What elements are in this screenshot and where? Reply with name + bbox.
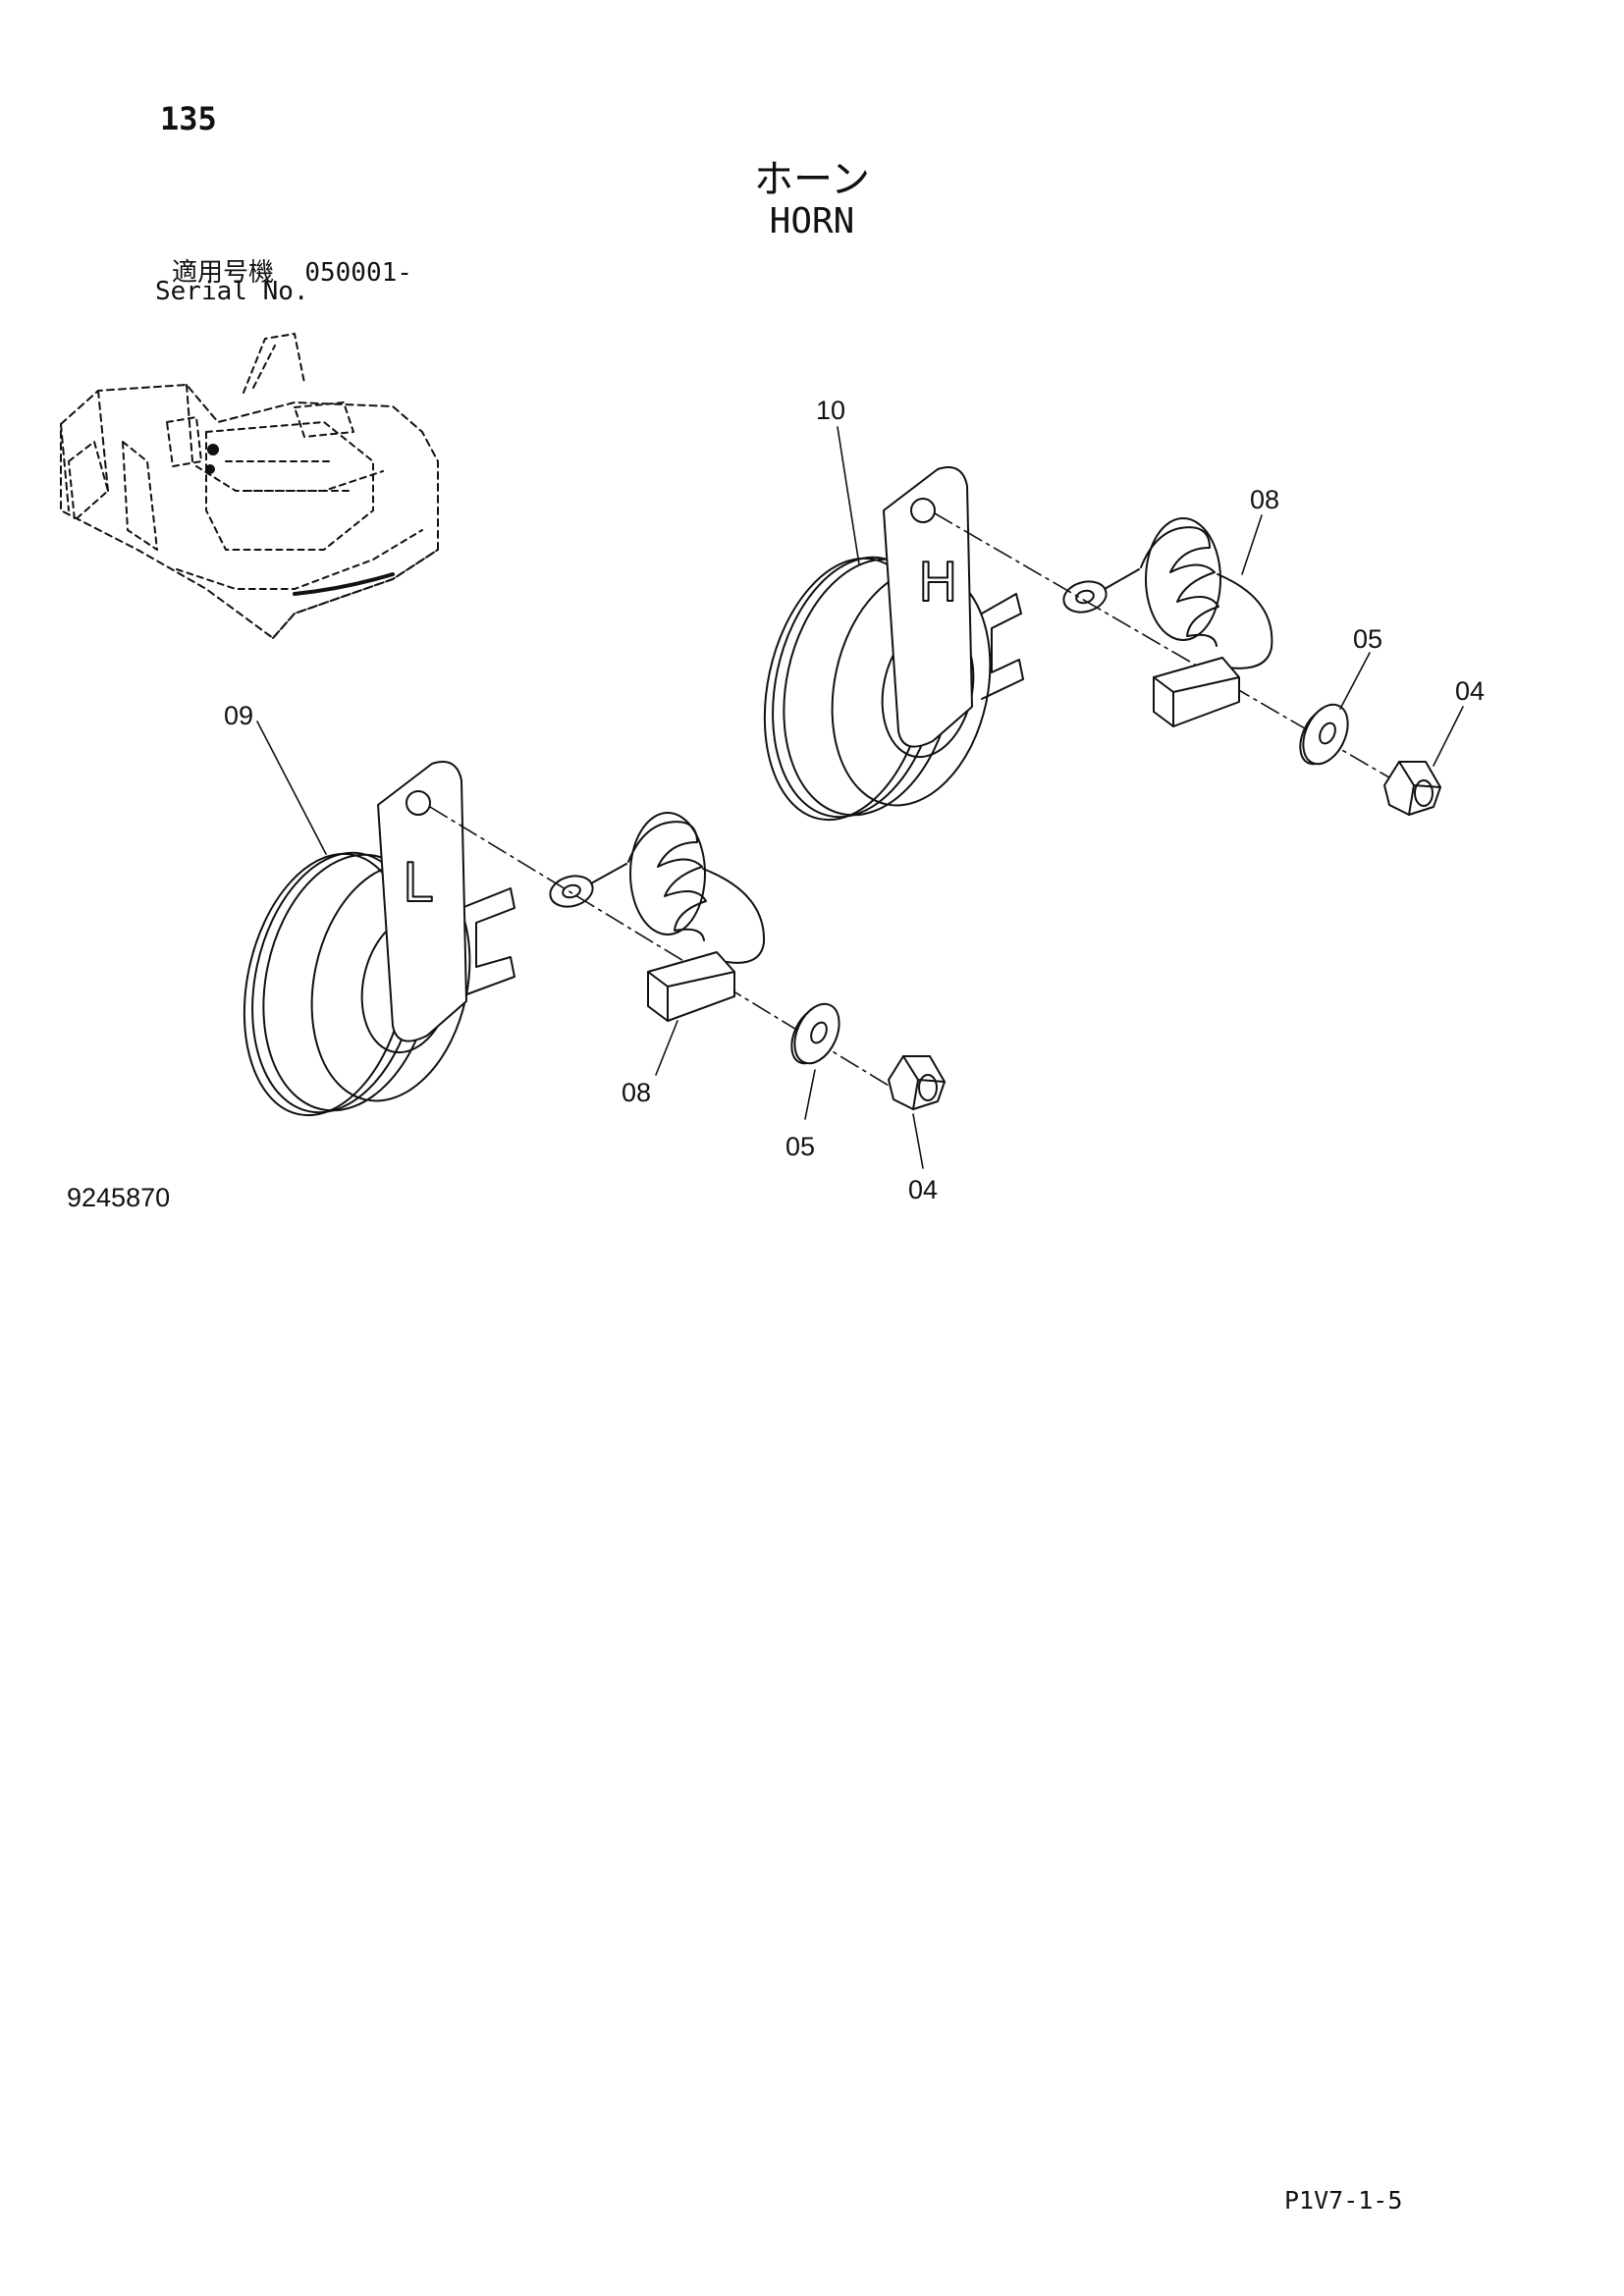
title-english: HORN [769,201,855,241]
horn-lower-mark: L [403,852,432,914]
horn-lower-assembly: L [243,761,946,1117]
callout-horn-lower: 09 [224,701,253,730]
callout-nut-lower: 04 [908,1175,938,1204]
washer-icon [1299,703,1349,766]
nut-icon [888,1055,946,1110]
leader-lines [256,426,1464,1169]
connector-icon [1062,517,1273,727]
serial-label-jp: 適用号機 [172,258,275,288]
excavator-location-icon [60,333,439,639]
callout-connector-lower: 08 [622,1078,651,1107]
title-japanese: ホーン [754,157,870,202]
serial-range: 050001- [304,258,412,288]
horn-icon: H [763,466,1024,822]
horn-upper-assembly: H [763,466,1441,822]
washer-icon [790,1002,840,1065]
callout-horn-upper: 10 [816,396,845,425]
serial-label-japanese: 適用号機 050001- [172,252,412,289]
drawing-number: 9245870 [67,1183,171,1212]
callout-washer-upper: 05 [1353,624,1382,654]
nut-icon [1383,761,1441,816]
page-code: P1V7-1-5 [1284,2186,1403,2215]
horn-upper-mark: H [918,552,958,614]
page-number: 135 [160,100,217,137]
horn-icon: L [243,761,515,1117]
callout-nut-upper: 04 [1455,676,1485,706]
callout-connector-upper: 08 [1250,485,1279,514]
callout-washer-lower: 05 [785,1132,815,1161]
serial-label-english: Serial No. [155,277,309,306]
connector-icon [549,812,766,1022]
